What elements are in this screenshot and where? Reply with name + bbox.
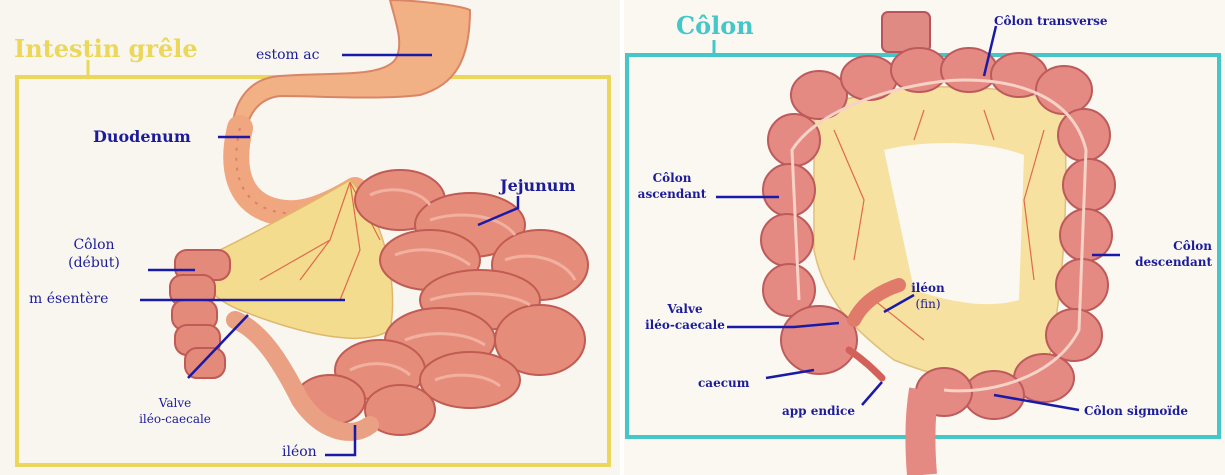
small-intestine-panel: Intestin grêle estom ac Duodenum Jejunum… [0, 0, 620, 475]
label-colon-ascendant-line2: ascendant [630, 187, 714, 203]
label-colon-descendant-line2: descendant [1114, 255, 1212, 271]
label-ileon-fin-line1: iléon [906, 281, 950, 297]
label-colon-ascendant: Côlon ascendant [630, 171, 714, 202]
label-colon-debut-line1: Côlon [62, 236, 126, 254]
label-ileon-fin-line2: (fin) [906, 297, 950, 313]
label-colon-descendant: Côlon descendant [1114, 239, 1212, 270]
stomach-shape [232, 0, 470, 130]
appendix-shape [849, 350, 882, 378]
rectum-bottom-shape [920, 390, 924, 475]
label-valve-right-line1: Valve [636, 302, 734, 318]
label-colon-descendant-line1: Côlon [1114, 239, 1212, 255]
small-intestine-title: Intestin grêle [14, 37, 198, 61]
label-estomac: estom ac [256, 46, 319, 64]
label-colon-debut: Côlon (début) [62, 236, 126, 272]
label-valve-right-line2: iléo-caecale [636, 318, 734, 334]
rectum-top-shape [882, 12, 930, 52]
label-valve-ileo-caecale-left: Valve iléo-caecale [130, 396, 220, 427]
label-valve-line1: Valve [130, 396, 220, 412]
label-valve-line2: iléo-caecale [130, 412, 220, 428]
label-appendice: app endice [782, 404, 855, 420]
label-ileon: iléon [282, 443, 317, 461]
colon-panel: Côlon Côlon transverse Côlon ascendant C… [624, 0, 1225, 475]
label-colon-debut-line2: (début) [62, 254, 126, 272]
label-colon-sigmoide: Côlon sigmoïde [1084, 404, 1188, 420]
label-valve-ileo-caecale-right: Valve iléo-caecale [636, 302, 734, 333]
label-duodenum: Duodenum [93, 127, 191, 148]
label-caecum: caecum [698, 376, 749, 392]
label-ileon-fin: iléon (fin) [906, 281, 950, 312]
label-colon-ascendant-line1: Côlon [630, 171, 714, 187]
label-colon-transverse: Côlon transverse [994, 14, 1107, 30]
colon-title: Côlon [676, 14, 754, 38]
label-jejunum: Jejunum [500, 176, 575, 197]
label-mesentere: m ésentère [29, 290, 108, 308]
